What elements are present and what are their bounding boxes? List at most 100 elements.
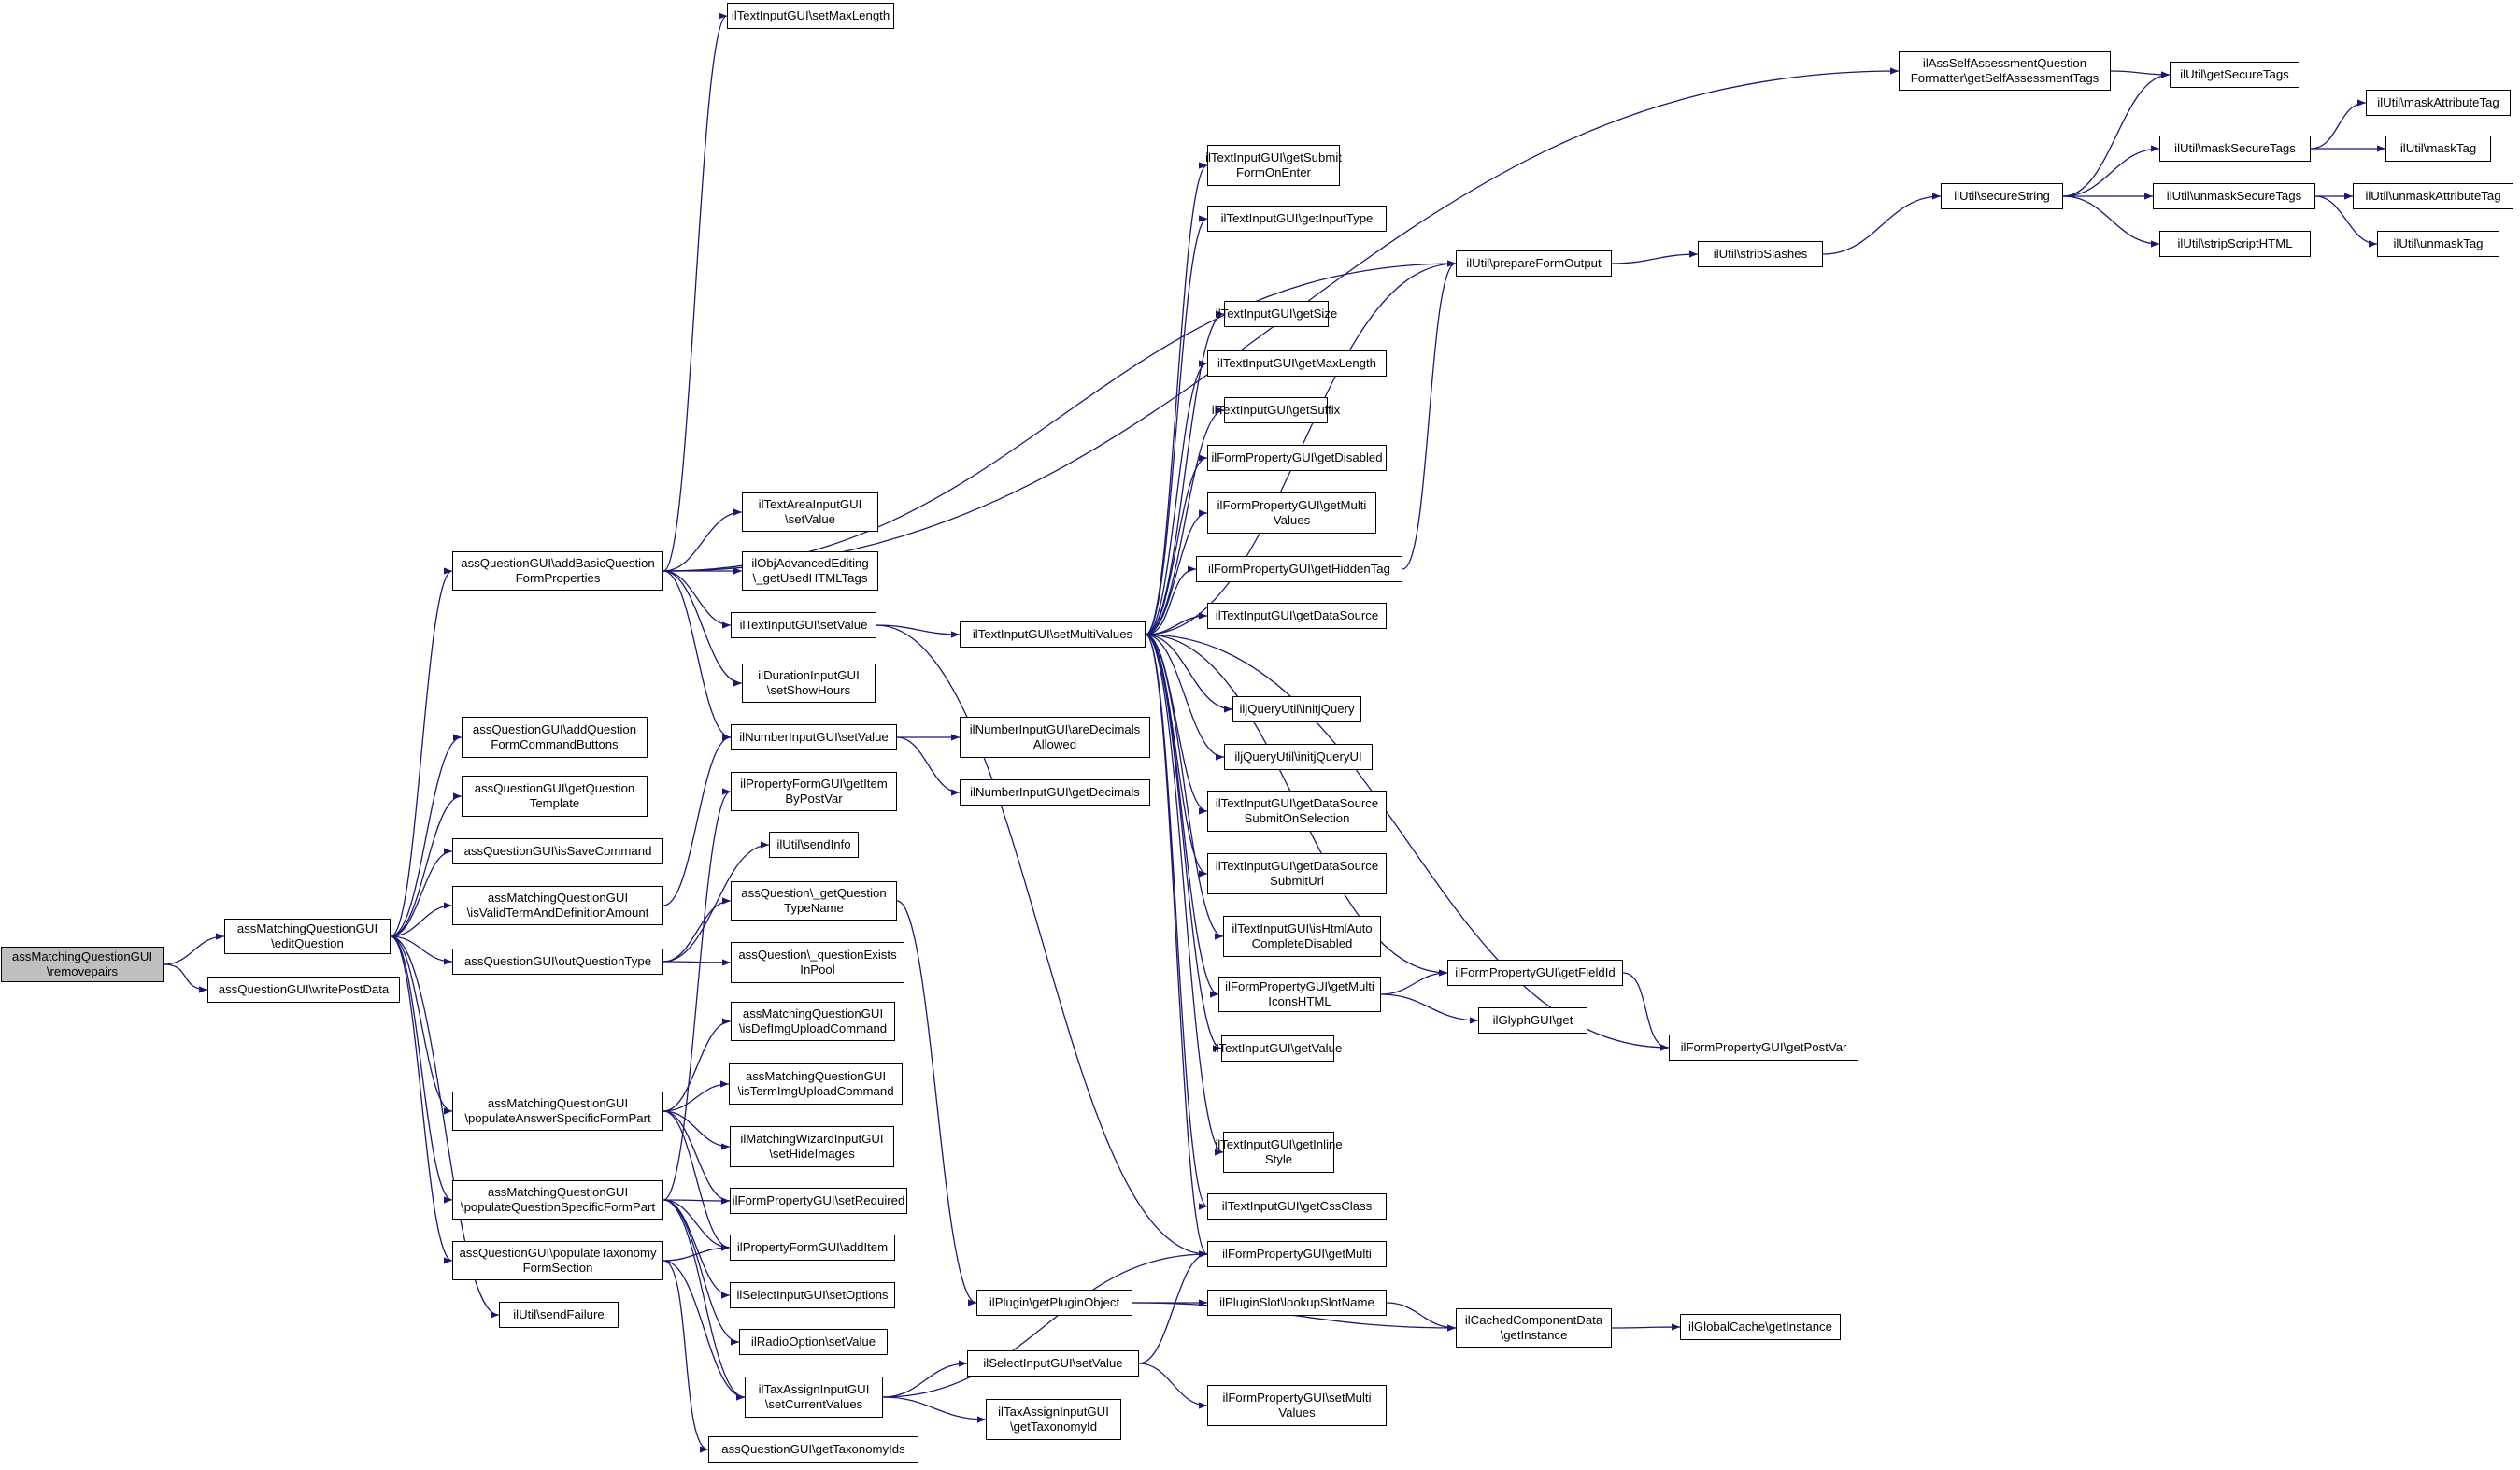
- node-label-line: ilTextInputGUI\getSuffix: [1211, 403, 1341, 417]
- node-getUsedHTMLTags[interactable]: ilObjAdvancedEditing\_getUsedHTMLTags: [742, 551, 878, 591]
- node-secureString[interactable]: ilUtil\secureString: [1941, 183, 2063, 209]
- node-ccdGetInstance[interactable]: ilCachedComponentData\getInstance: [1456, 1308, 1612, 1348]
- node-unmaskSecureTags[interactable]: ilUtil\unmaskSecureTags: [2153, 183, 2315, 209]
- node-sendFailure[interactable]: ilUtil\sendFailure: [499, 1302, 619, 1328]
- node-unmaskAttributeTag[interactable]: ilUtil\unmaskAttributeTag: [2353, 183, 2513, 209]
- node-lookupSlotName[interactable]: ilPluginSlot\lookupSlotName: [1207, 1290, 1387, 1316]
- edge-secureString-to-getSecureTags: [2062, 71, 2171, 197]
- node-label-line: assQuestionGUI\addBasicQuestion: [461, 556, 655, 570]
- node-getHiddenTag[interactable]: ilFormPropertyGUI\getHiddenTag: [1196, 556, 1402, 582]
- node-prepareFormOutput[interactable]: ilUtil\prepareFormOutput: [1456, 250, 1612, 277]
- node-writePostData[interactable]: assQuestionGUI\writePostData: [207, 977, 400, 1003]
- node-maskSecureTags[interactable]: ilUtil\maskSecureTags: [2159, 136, 2311, 162]
- node-label-line: ilUtil\stripScriptHTML: [2177, 236, 2293, 250]
- node-isValidTermAndDefinitionAmount[interactable]: assMatchingQuestionGUI\isValidTermAndDef…: [452, 886, 663, 925]
- node-outQuestionType[interactable]: assQuestionGUI\outQuestionType: [452, 949, 663, 975]
- node-label-line: ilUtil\getSecureTags: [2180, 67, 2289, 81]
- node-sendInfo[interactable]: ilUtil\sendInfo: [769, 832, 859, 858]
- edge-stripSlashes-to-secureString: [1822, 193, 1942, 255]
- node-getTaxonomyId[interactable]: ilTaxAssignInputGUI\getTaxonomyId: [986, 1399, 1121, 1440]
- node-setHideImages[interactable]: ilMatchingWizardInputGUI\setHideImages: [730, 1126, 894, 1167]
- node-numSetValue[interactable]: ilNumberInputGUI\setValue: [731, 724, 897, 750]
- node-unmaskTag[interactable]: ilUtil\unmaskTag: [2377, 231, 2499, 257]
- node-getSecureTags[interactable]: ilUtil\getSecureTags: [2170, 62, 2299, 88]
- edge-populateAnswerSpecificFormPart-to-setHideImages: [662, 1110, 731, 1150]
- node-getDecimals[interactable]: ilNumberInputGUI\getDecimals: [960, 779, 1150, 806]
- node-getTaxonomyIds[interactable]: assQuestionGUI\getTaxonomyIds: [708, 1436, 918, 1463]
- node-editQuestion[interactable]: assMatchingQuestionGUI\editQuestion: [224, 919, 391, 954]
- edge-removepairs-to-editQuestion: [163, 933, 225, 965]
- node-populateAnswerSpecificFormPart[interactable]: assMatchingQuestionGUI\populateAnswerSpe…: [452, 1092, 663, 1131]
- edge-txtSetMultiValues-to-txtGetValue: [1145, 634, 1222, 1052]
- node-getPluginObject[interactable]: ilPlugin\getPluginObject: [976, 1290, 1132, 1316]
- node-initjQueryUI[interactable]: iljQueryUtil\initjQueryUI: [1224, 744, 1373, 770]
- node-getDataSource[interactable]: ilTextInputGUI\getDataSource: [1207, 603, 1387, 629]
- node-setCurrentValues[interactable]: ilTaxAssignInputGUI\setCurrentValues: [745, 1377, 883, 1418]
- node-label-line: FormProperties: [515, 571, 601, 585]
- node-getInputType[interactable]: ilTextInputGUI\getInputType: [1207, 206, 1387, 232]
- edge-populateAnswerSpecificFormPart-to-isTermImgUploadCommand: [662, 1080, 730, 1112]
- node-addItem[interactable]: ilPropertyFormGUI\addItem: [730, 1235, 895, 1261]
- node-isSaveCommand[interactable]: assQuestionGUI\isSaveCommand: [452, 838, 663, 864]
- node-setRequired[interactable]: ilFormPropertyGUI\setRequired: [730, 1188, 907, 1214]
- node-getMaxLength[interactable]: ilTextInputGUI\getMaxLength: [1207, 350, 1387, 377]
- node-label-line: ilTextInputGUI\getMaxLength: [1217, 356, 1377, 370]
- node-label-line: ilPropertyFormGUI\getItem: [740, 777, 888, 791]
- node-selSetOptions[interactable]: ilSelectInputGUI\setOptions: [730, 1282, 895, 1308]
- node-durSetShowHours[interactable]: ilDurationInputGUI\setShowHours: [742, 664, 876, 703]
- node-getDisabled[interactable]: ilFormPropertyGUI\getDisabled: [1207, 445, 1387, 471]
- node-initjQuery[interactable]: iljQueryUtil\initjQuery: [1232, 696, 1361, 722]
- node-removepairs[interactable]: assMatchingQuestionGUI\removepairs: [1, 947, 164, 982]
- node-getPostVar[interactable]: ilFormPropertyGUI\getPostVar: [1669, 1035, 1858, 1061]
- node-getMulti[interactable]: ilFormPropertyGUI\getMulti: [1207, 1241, 1387, 1267]
- node-glyphGet[interactable]: ilGlyphGUI\get: [1478, 1007, 1587, 1034]
- edge-txtSetMultiValues-to-isHtmlAutoCompleteDisabled: [1145, 634, 1224, 940]
- node-getCssClass[interactable]: ilTextInputGUI\getCssClass: [1207, 1193, 1387, 1220]
- node-isDefImgUploadCommand[interactable]: assMatchingQuestionGUI\isDefImgUploadCom…: [731, 1002, 895, 1041]
- node-gcGetInstance[interactable]: ilGlobalCache\getInstance: [1680, 1314, 1841, 1340]
- edge-populateQuestionSpecificFormPart-to-addItem: [662, 1199, 731, 1251]
- node-label-line: FormCommandButtons: [491, 737, 619, 751]
- node-populateQuestionSpecificFormPart[interactable]: assMatchingQuestionGUI\populateQuestionS…: [452, 1180, 663, 1220]
- node-getSize[interactable]: ilTextInputGUI\getSize: [1216, 301, 1337, 327]
- node-selSetValue[interactable]: ilSelectInputGUI\setValue: [967, 1350, 1139, 1377]
- node-radioSetValue[interactable]: ilRadioOption\setValue: [739, 1329, 888, 1355]
- node-isTermImgUploadCommand[interactable]: assMatchingQuestionGUI\isTermImgUploadCo…: [729, 1063, 903, 1105]
- node-label-line: ilTextInputGUI\getInline: [1215, 1137, 1343, 1151]
- node-maskTag[interactable]: ilUtil\maskTag: [2385, 136, 2491, 162]
- node-txtSetValue[interactable]: ilTextInputGUI\setValue: [731, 612, 876, 638]
- node-label-line: assMatchingQuestionGUI: [742, 1006, 884, 1020]
- node-stripSlashes[interactable]: ilUtil\stripSlashes: [1698, 241, 1823, 267]
- node-txtSetMultiValues[interactable]: ilTextInputGUI\setMultiValues: [960, 621, 1146, 648]
- node-getSuffix[interactable]: ilTextInputGUI\getSuffix: [1212, 397, 1340, 423]
- node-getFieldId[interactable]: ilFormPropertyGUI\getFieldId: [1447, 960, 1623, 986]
- node-label-line: ilTextInputGUI\getCssClass: [1221, 1199, 1373, 1213]
- node-label-line: ilUtil\maskTag: [2399, 141, 2477, 155]
- edge-editQuestion-to-populateQuestionSpecificFormPart: [390, 935, 453, 1204]
- node-txtSetMaxLength[interactable]: ilTextInputGUI\setMaxLength: [727, 3, 894, 29]
- node-label-line: assQuestionGUI\isSaveCommand: [463, 844, 652, 858]
- node-textAreaSetValue[interactable]: ilTextAreaInputGUI\setValue: [742, 492, 878, 532]
- node-label-line: Allowed: [1032, 737, 1077, 751]
- node-txtGetValue[interactable]: ilTextInputGUI\getValue: [1214, 1035, 1342, 1062]
- node-stripScriptHTML[interactable]: ilUtil\stripScriptHTML: [2159, 231, 2311, 257]
- node-maskAttributeTag[interactable]: ilUtil\maskAttributeTag: [2366, 90, 2511, 116]
